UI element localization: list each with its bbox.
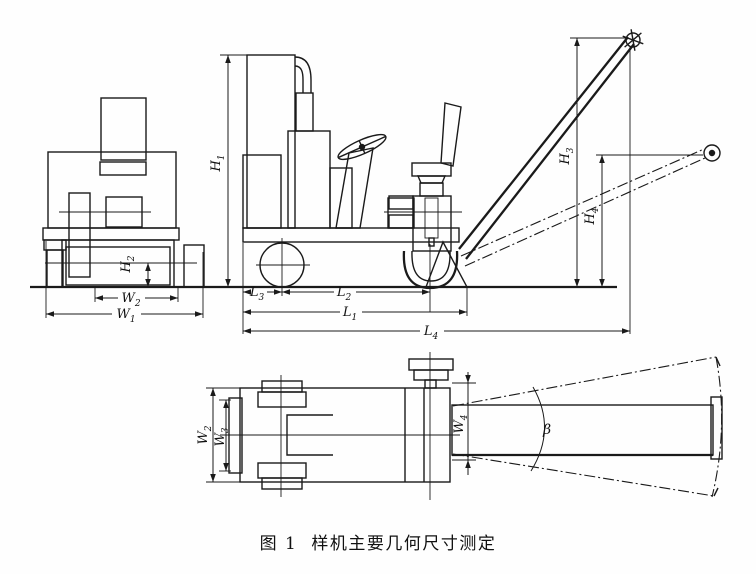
- side-view: [242, 29, 721, 312]
- front-right-foot: [183, 244, 205, 288]
- top-lever: [408, 352, 454, 500]
- muffler: [295, 92, 314, 132]
- front-body: [47, 151, 177, 229]
- handle-lowered: [460, 144, 721, 267]
- dim-label-h2: H2: [119, 255, 137, 273]
- dim-label-h4: H4: [583, 207, 601, 225]
- front-inner-column: [68, 192, 91, 278]
- rear-fairing: [424, 240, 469, 288]
- top-view: [220, 352, 723, 500]
- front-top-block: [100, 97, 147, 161]
- top-plate-edge: [228, 397, 243, 474]
- exhaust-pipe: [294, 56, 312, 93]
- tamping-foot: [384, 102, 462, 312]
- dimensions: [45, 37, 703, 483]
- front-shoe-inner: [65, 246, 171, 286]
- top-wheels: [257, 375, 307, 497]
- dim-label-l4: L4: [423, 324, 439, 342]
- dim-label-w3: W3: [213, 427, 231, 446]
- extension-lines: [45, 37, 703, 483]
- side-mount-box: [387, 197, 415, 229]
- dimension-lines: [46, 38, 630, 482]
- dim-label-w1: W1: [116, 307, 135, 325]
- chassis-deck: [242, 227, 460, 243]
- handle-swing-envelope: [452, 356, 723, 498]
- steering-handwheel: [337, 133, 387, 161]
- dim-label-h1: H1: [209, 154, 227, 172]
- front-shoe-outer: [61, 239, 175, 288]
- angle-label-beta: β: [542, 422, 551, 438]
- dim-label-l2: L2: [336, 285, 352, 303]
- dim-label-l1: L1: [342, 305, 357, 323]
- dim-label-w4: W4: [452, 414, 470, 433]
- dim-label-h3: H3: [558, 147, 576, 165]
- dim-label-w2-top: W2: [196, 425, 214, 444]
- swing-end-arc: [711, 356, 723, 498]
- foot-lever: [440, 102, 462, 167]
- front-box: [242, 154, 282, 229]
- handle-grip-end: [703, 144, 721, 162]
- front-view: [42, 97, 205, 288]
- dim-label-l3: L3: [249, 285, 265, 303]
- swing-angle-arc: [530, 386, 545, 472]
- handle-raised: [458, 29, 644, 260]
- top-handle: [451, 396, 723, 460]
- front-base-plate: [42, 227, 180, 241]
- dim-label-w2-front: W2: [121, 291, 140, 309]
- front-collar: [99, 161, 147, 176]
- handle-grip-star: [622, 29, 644, 51]
- engine-block: [287, 130, 331, 229]
